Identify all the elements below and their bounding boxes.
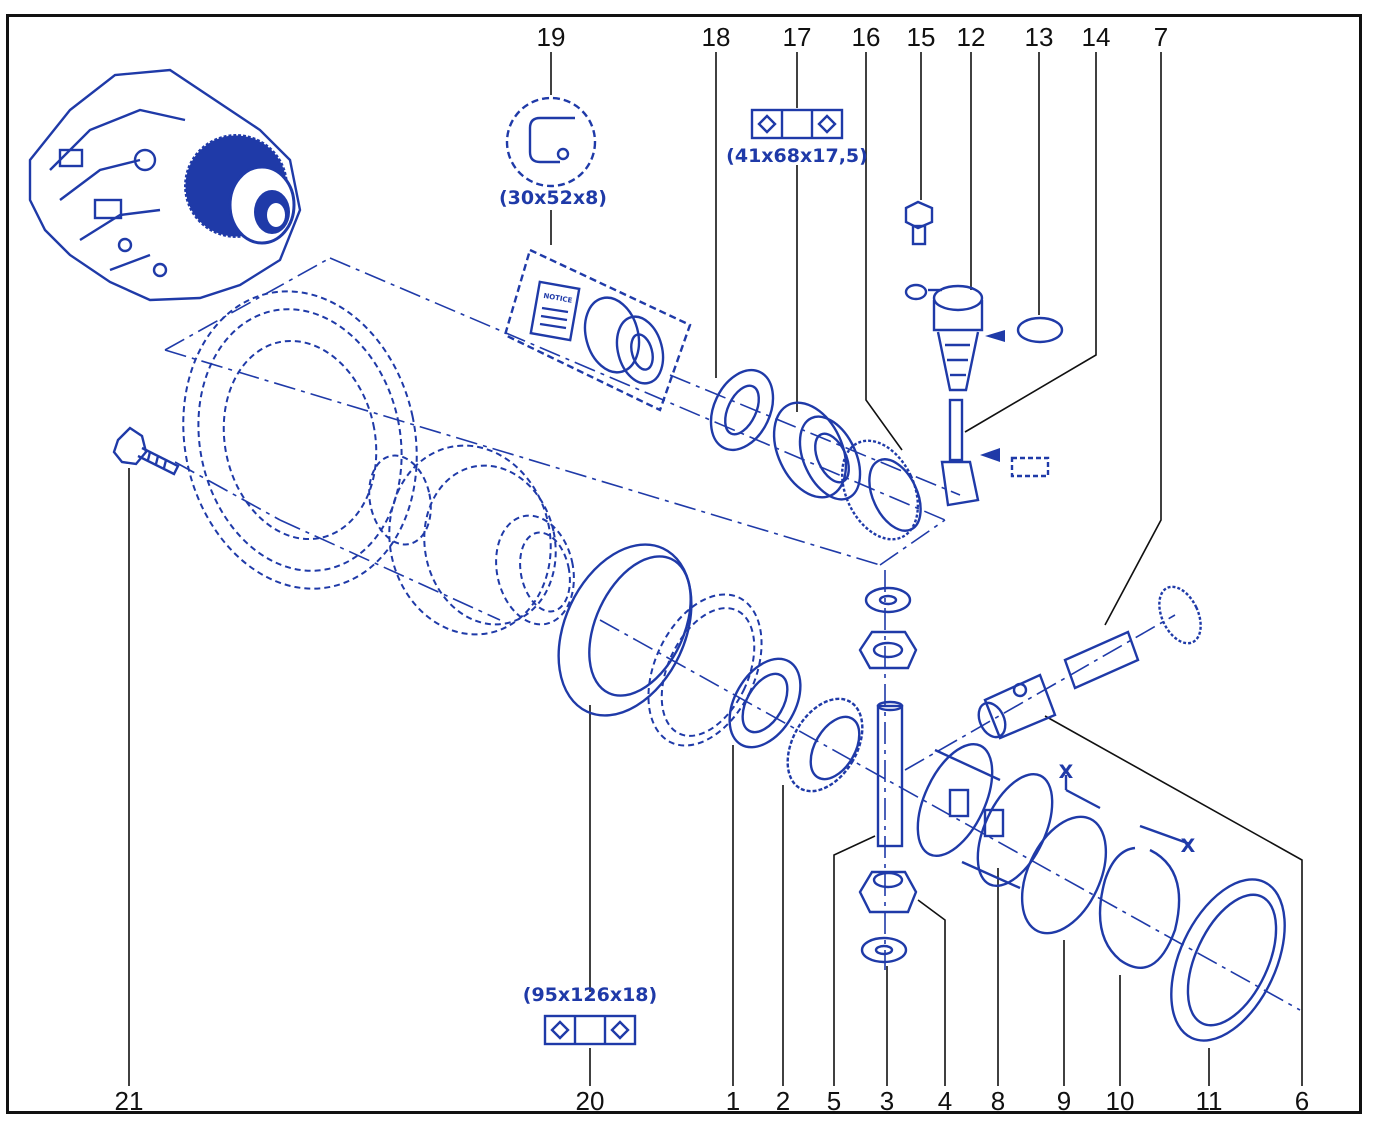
side-gear-top-right [1158, 585, 1202, 645]
bearing-symbol-17 [750, 108, 844, 140]
axis-line [329, 257, 946, 521]
callout-7: 7 [1154, 22, 1168, 52]
pinion-housing-12 [904, 283, 1005, 392]
callout-20: 20 [576, 1086, 605, 1116]
washer-3-bottom [860, 936, 908, 964]
callout-4: 4 [938, 1086, 952, 1116]
repair-kit-box: NOTICE [503, 248, 692, 412]
dimension-bearing-medium: (41x68x17,5) [726, 145, 868, 167]
callout-12: 12 [957, 22, 986, 52]
gearbox-housing-illustration [28, 68, 302, 302]
circlip-9 [1020, 815, 1108, 935]
thrust-washer-1 [728, 657, 802, 749]
callout-5: 5 [827, 1086, 841, 1116]
axis-line [174, 461, 281, 521]
sleeve-6 [977, 673, 1057, 740]
speedo-drive-gear-16 [840, 439, 922, 541]
callouts-bottom: 21 20 1 2 5 3 4 8 9 10 11 6 [115, 1086, 1310, 1116]
callout-18: 18 [702, 22, 731, 52]
callout-6: 6 [1295, 1086, 1309, 1116]
callout-14: 14 [1082, 22, 1111, 52]
callout-8: 8 [991, 1086, 1005, 1116]
clearance-marks: X X [1059, 761, 1196, 857]
callout-13: 13 [1025, 22, 1054, 52]
notice-label: NOTICE [543, 292, 573, 305]
pinion-shaft-14 [940, 398, 1050, 507]
ring-11 [1170, 878, 1286, 1042]
side-gear-2 [786, 697, 864, 793]
o-ring-13 [1016, 316, 1064, 344]
axis-line [164, 349, 881, 566]
clearance-x-right: X [1181, 835, 1196, 857]
callout-11: 11 [1196, 1086, 1223, 1116]
callout-10: 10 [1106, 1086, 1135, 1116]
shaft-7 [1063, 630, 1140, 690]
callout-19: 19 [537, 22, 566, 52]
callout-9: 9 [1057, 1086, 1071, 1116]
oil-seal-18 [709, 368, 775, 452]
callout-2: 2 [776, 1086, 790, 1116]
callout-3: 3 [880, 1086, 894, 1116]
callout-17: 17 [783, 22, 812, 52]
ring-gear-phantom [182, 290, 575, 636]
callout-16: 16 [852, 22, 881, 52]
callout-21: 21 [115, 1086, 144, 1116]
differential-cage-8 [916, 742, 1054, 890]
circlip-10 [1098, 846, 1181, 969]
bearing-17 [772, 401, 862, 501]
dimension-seal: (30x52x8) [499, 187, 607, 209]
axis-line [164, 257, 331, 351]
bolt-21 [112, 426, 180, 476]
planet-gear-4-top [858, 630, 918, 670]
seal-symbol-19 [505, 96, 597, 188]
dimension-bearing-large: (95x126x18) [523, 984, 657, 1006]
callouts-top: 19 18 17 16 15 12 13 14 7 [537, 22, 1169, 52]
washer-3-top [864, 586, 912, 614]
callout-1: 1 [726, 1086, 740, 1116]
planet-gear-4-bottom [858, 870, 918, 914]
axis-line [879, 519, 946, 566]
axis-line [279, 519, 501, 621]
pinion-shaft-5 [876, 700, 904, 848]
bolt-15 [904, 200, 934, 246]
bearing-symbol-20 [543, 1014, 637, 1046]
axis-line [904, 614, 1176, 771]
callout-15: 15 [907, 22, 936, 52]
clearance-x-left: X [1059, 761, 1074, 783]
leader-lines [128, 52, 1303, 1086]
